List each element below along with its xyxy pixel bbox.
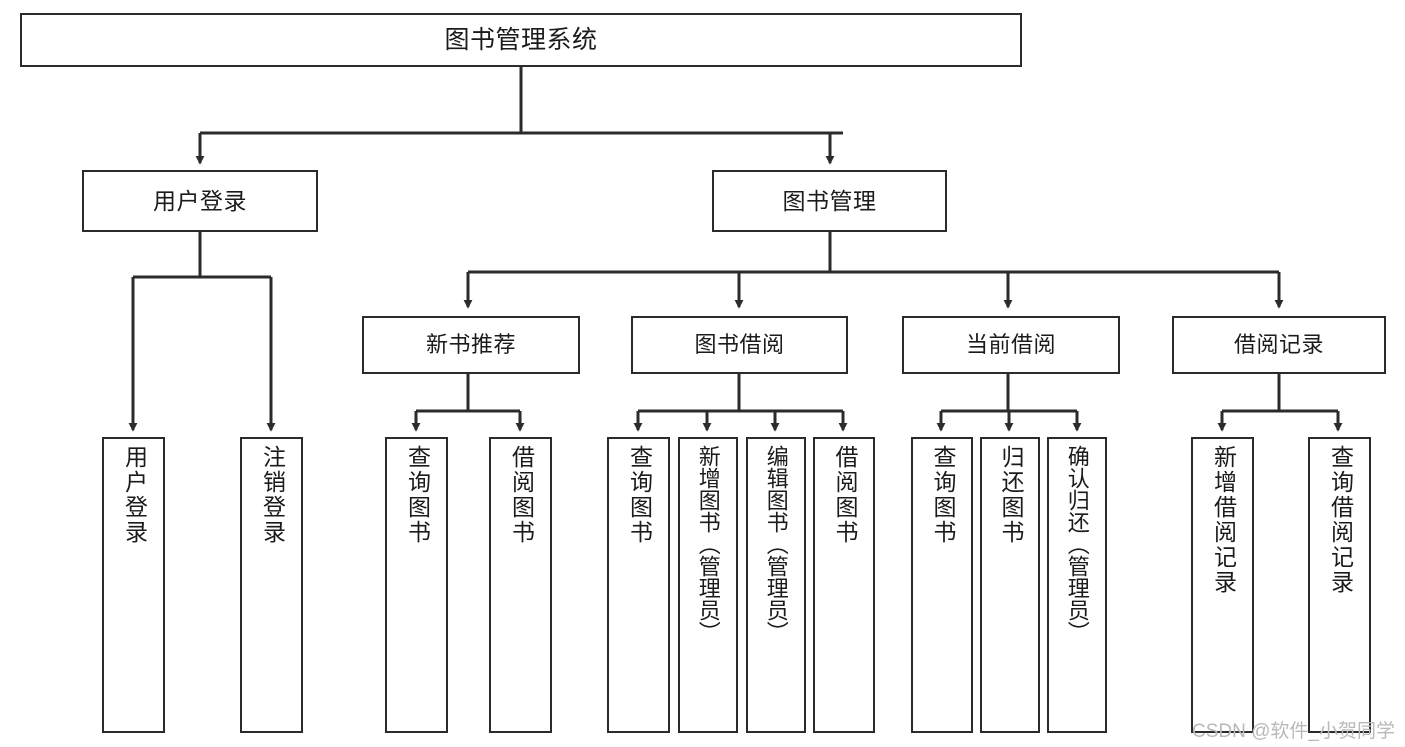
leaf-logout[interactable]: 注销登录 [240, 437, 303, 733]
node-book-management[interactable]: 图书管理 [712, 170, 947, 232]
node-label: 用户登录 [121, 445, 148, 545]
leaf-add-book-admin[interactable]: 新增图书（管理员） [678, 437, 738, 733]
node-user-login[interactable]: 用户登录 [82, 170, 318, 232]
node-root-book-management-system[interactable]: 图书管理系统 [20, 13, 1022, 67]
leaf-query-borrow-record[interactable]: 查询借阅记录 [1308, 437, 1371, 733]
node-label: 新增借阅记录 [1210, 445, 1237, 595]
leaf-edit-book-admin[interactable]: 编辑图书（管理员） [746, 437, 806, 733]
leaf-borrow-books[interactable]: 借阅图书 [813, 437, 875, 733]
node-label: 新增图书（管理员） [695, 445, 721, 643]
node-label: 编辑图书（管理员） [763, 445, 789, 643]
leaf-query-books-borrow[interactable]: 查询图书 [607, 437, 670, 733]
node-current-borrowing[interactable]: 当前借阅 [902, 316, 1120, 374]
node-label: 确认归还（管理员） [1064, 445, 1090, 643]
leaf-user-login[interactable]: 用户登录 [102, 437, 165, 733]
node-label: 新书推荐 [425, 331, 516, 357]
node-label: 图书管理系统 [444, 25, 598, 54]
node-book-borrowing[interactable]: 图书借阅 [631, 316, 848, 374]
node-borrowing-record[interactable]: 借阅记录 [1172, 316, 1386, 374]
node-label: 注销登录 [259, 445, 286, 545]
node-new-book-recommendation[interactable]: 新书推荐 [362, 316, 580, 374]
node-label: 查询借阅记录 [1327, 445, 1354, 595]
node-label: 用户登录 [153, 187, 247, 214]
leaf-return-books[interactable]: 归还图书 [980, 437, 1040, 733]
leaf-confirm-return-admin[interactable]: 确认归还（管理员） [1047, 437, 1107, 733]
node-label: 借阅图书 [831, 445, 858, 545]
node-label: 查询图书 [404, 445, 431, 545]
node-label: 图书管理 [782, 187, 877, 214]
node-label: 借阅图书 [508, 445, 535, 545]
node-label: 当前借阅 [965, 331, 1056, 357]
node-label: 查询图书 [929, 445, 956, 545]
node-label: 归还图书 [997, 445, 1024, 545]
node-label: 图书借阅 [694, 331, 785, 357]
node-label: 查询图书 [626, 445, 653, 545]
leaf-borrow-books-recommend[interactable]: 借阅图书 [489, 437, 552, 733]
leaf-query-books-recommend[interactable]: 查询图书 [385, 437, 448, 733]
node-label: 借阅记录 [1233, 331, 1324, 357]
leaf-add-borrow-record[interactable]: 新增借阅记录 [1191, 437, 1254, 733]
leaf-query-books-current[interactable]: 查询图书 [911, 437, 973, 733]
